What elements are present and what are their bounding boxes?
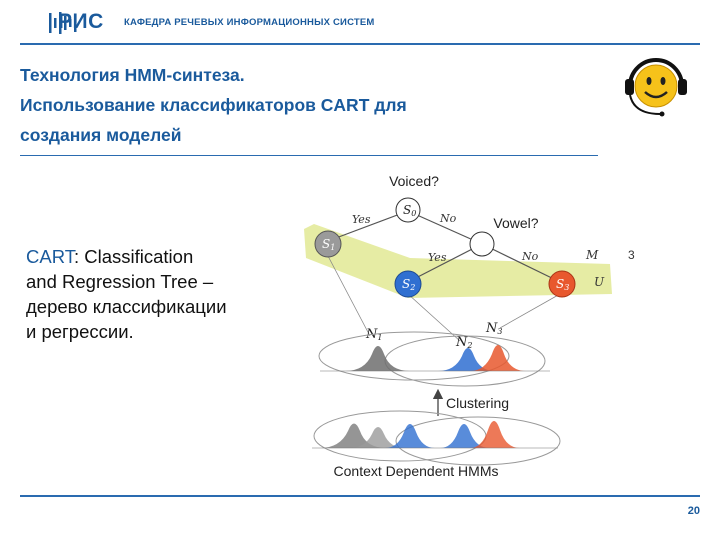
node-s2: S2 (394, 270, 422, 298)
clustered-distributions (318, 331, 550, 387)
cart-tree-diagram: Voiced? Vowel? Yes No Yes No S0 S1 S2 S3… (304, 173, 635, 479)
logo-icon (49, 12, 77, 34)
edge-label-no-1: No (439, 212, 457, 225)
context-dependent-distributions (312, 410, 561, 466)
label-u: U (594, 275, 605, 289)
title-divider (20, 155, 598, 156)
node-s3: S3 (548, 270, 576, 298)
question-voiced: Voiced? (389, 173, 439, 189)
header-divider (20, 43, 700, 45)
highlight-band (304, 224, 612, 298)
footer-divider (20, 495, 700, 497)
page-number: 20 (687, 505, 700, 517)
logo-text: РИС (58, 10, 104, 33)
edge-label-no-2: No (521, 250, 539, 263)
cart-line-1-rest: : Classification (73, 246, 194, 267)
cart-line-2: and Regression Tree – (26, 271, 214, 292)
cart-line-4: и регрессии. (26, 321, 134, 342)
question-vowel: Vowel? (493, 215, 538, 231)
smiley-headset-icon (625, 58, 687, 117)
cart-definition: CART: Classification and Regression Tree… (26, 244, 296, 344)
diagram-caption: Context Dependent HMMs (334, 463, 499, 479)
clustering-label: Clustering (446, 395, 509, 411)
label-m: M (585, 248, 599, 262)
title-line-3: создания моделей (20, 125, 182, 145)
cart-term: CART (26, 246, 74, 267)
slide-title: Технология HMM-синтеза. Использование кл… (20, 60, 595, 150)
svg-text:S3: S3 (556, 277, 569, 292)
edge-label-yes-2: Yes (428, 251, 447, 264)
cart-line-3: дерево классификации (26, 296, 227, 317)
label-n2: N2 (455, 335, 472, 350)
svg-text:S1: S1 (322, 237, 335, 252)
edge-label-yes-1: Yes (352, 213, 371, 226)
svg-text:S0: S0 (403, 203, 416, 218)
node-s0: S0 (395, 197, 421, 223)
title-line-2: Использование классификаторов CART для (20, 95, 407, 115)
title-line-1: Технология HMM-синтеза. (20, 65, 245, 85)
svg-text:S2: S2 (402, 277, 415, 292)
node-vowel (469, 231, 495, 257)
department-name: КАФЕДРА РЕЧЕВЫХ ИНФОРМАЦИОННЫХ СИСТЕМ (124, 17, 375, 28)
label-n3: N3 (485, 321, 502, 336)
label-m-value: 3 (628, 248, 635, 262)
cart-line-1: CART: Classification (26, 244, 296, 269)
node-s1: S1 (314, 230, 342, 258)
